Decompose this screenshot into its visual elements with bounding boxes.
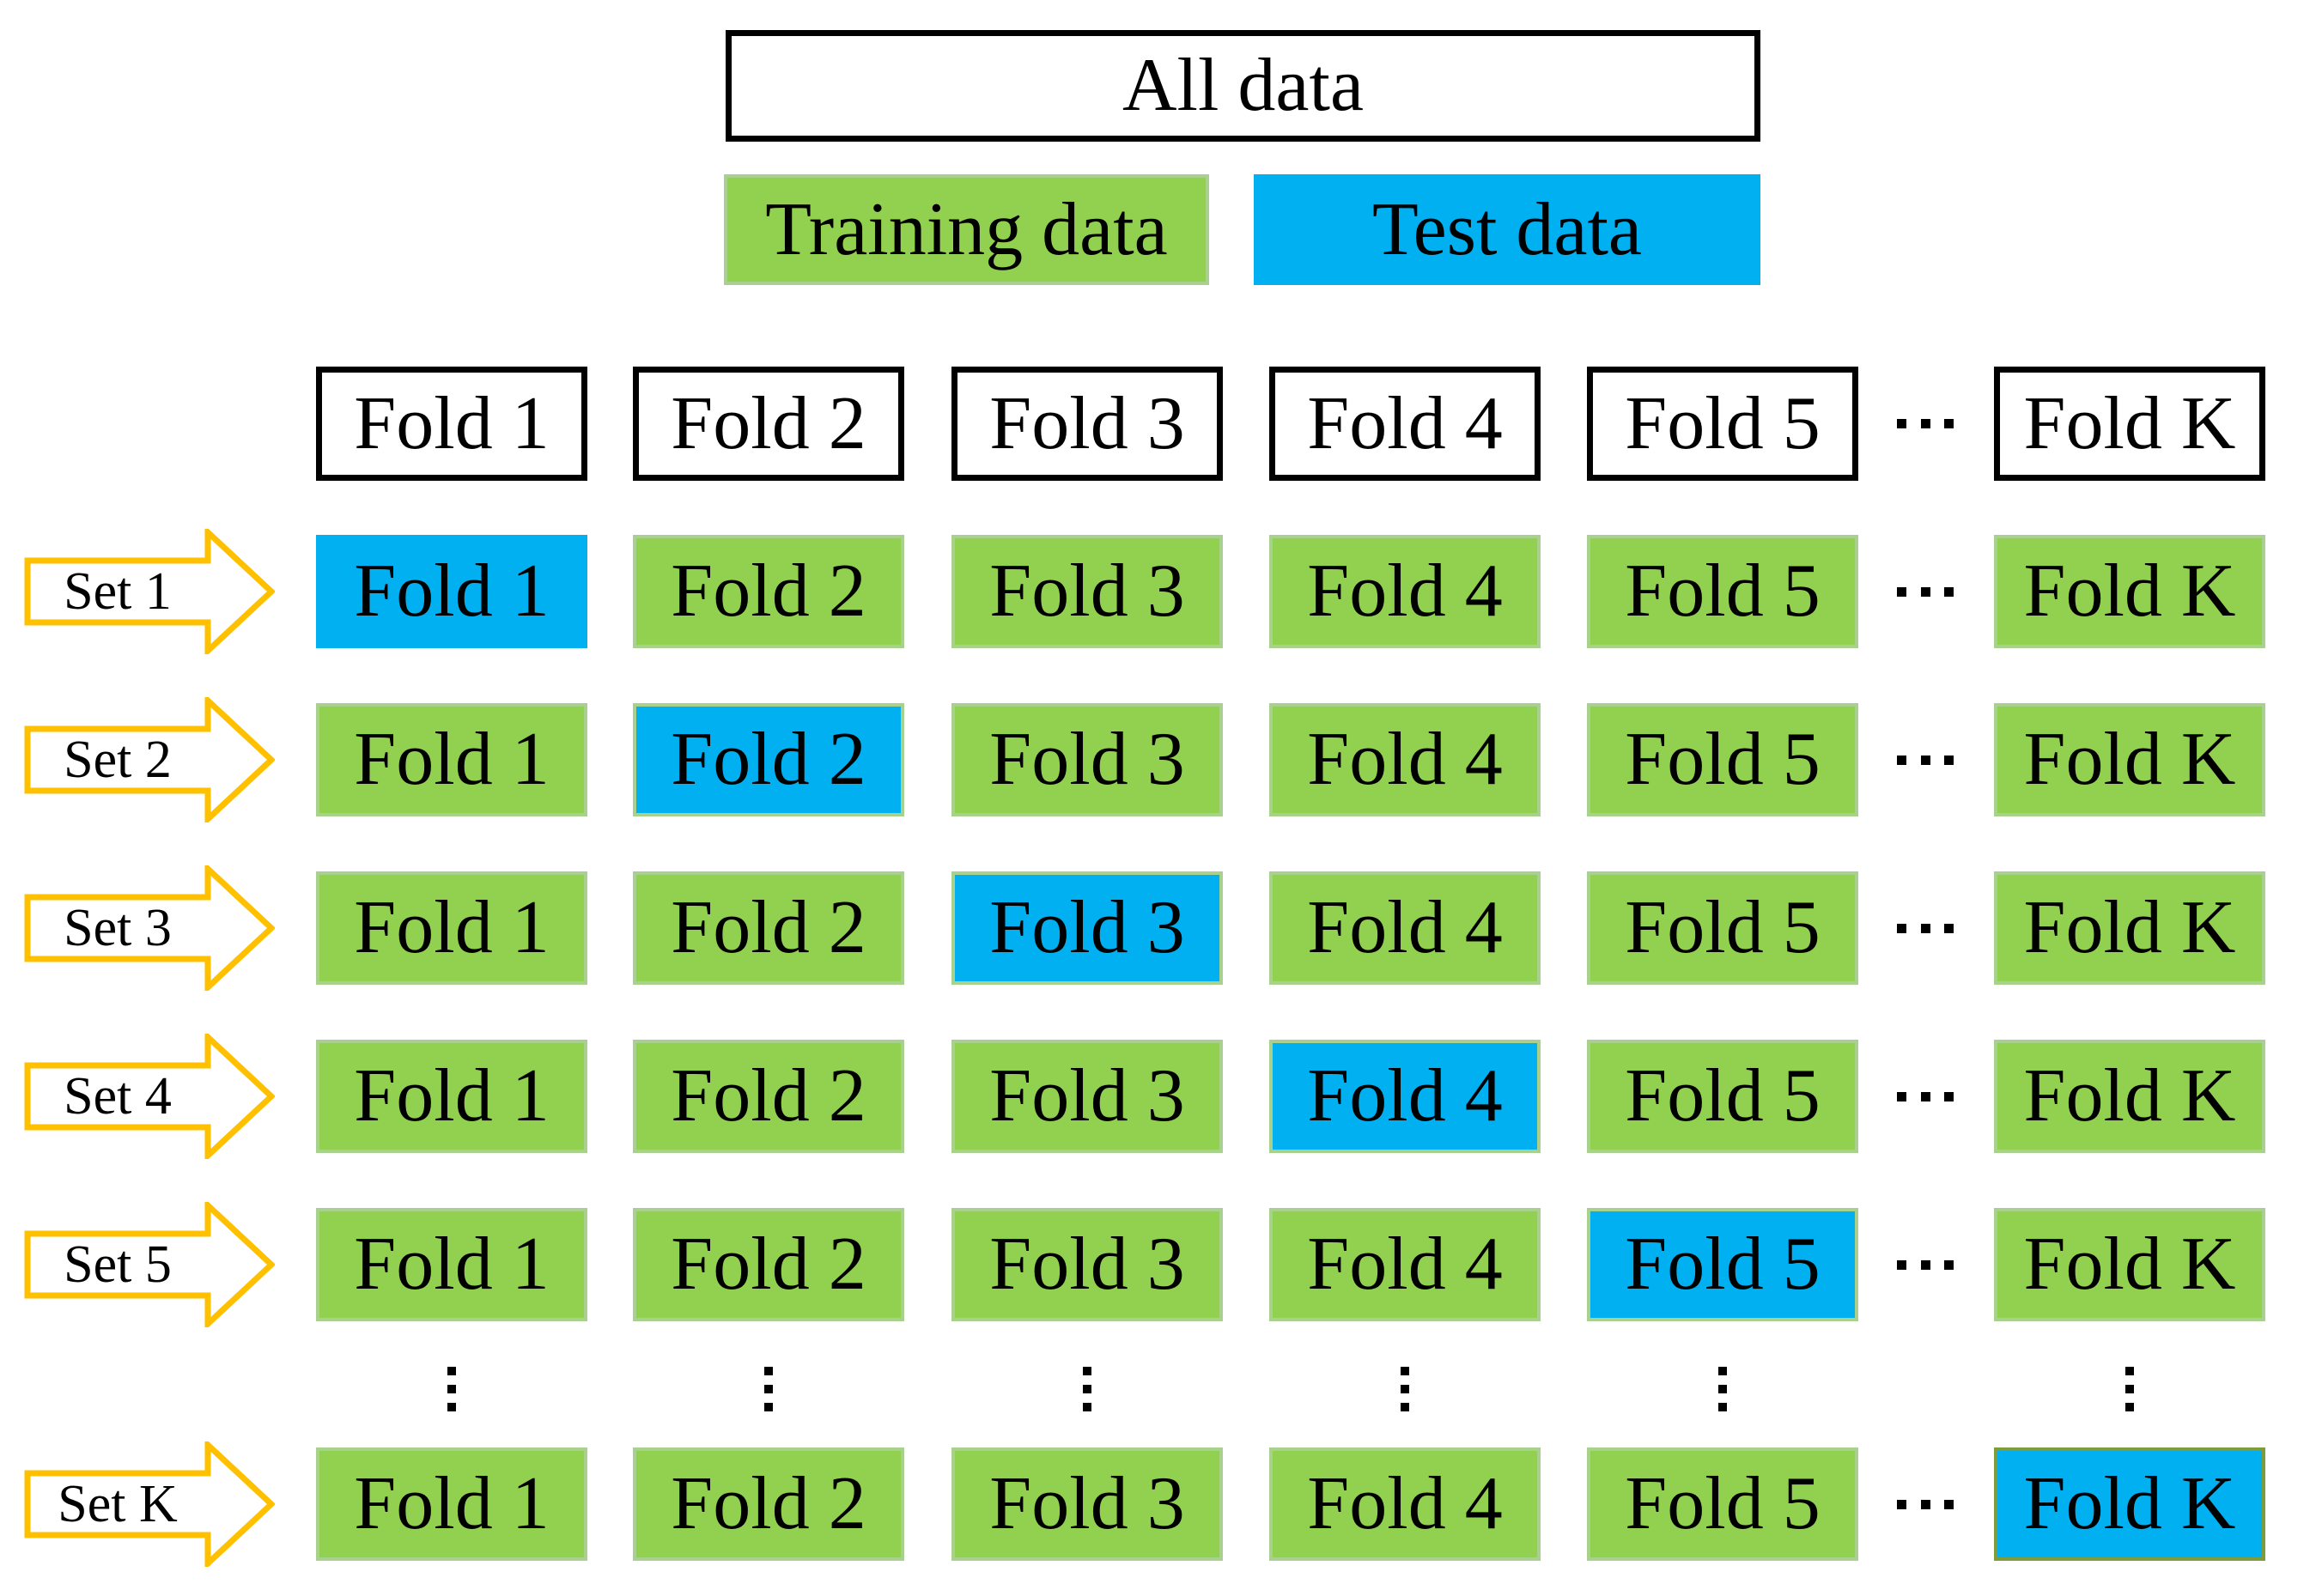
arrow-right-icon [24, 529, 275, 654]
fold-cell: Fold 1 [316, 1447, 587, 1561]
ellipsis-vertical-icon [1994, 1367, 2265, 1411]
fold-cell: Fold 4 [1269, 1447, 1541, 1561]
fold-cell: Fold 4 [1269, 1208, 1541, 1321]
fold-cell: Fold 3 [951, 1447, 1223, 1561]
arrow-right-icon [24, 1202, 275, 1327]
fold-header: Fold 4 [1269, 367, 1541, 481]
all-data-box: All data [726, 30, 1760, 142]
ellipsis-horizontal-icon [1897, 1447, 1954, 1561]
set-label: Set 2 [64, 731, 172, 789]
fold-cell: Fold 3 [951, 703, 1223, 816]
fold-header: Fold K [1994, 367, 2265, 481]
ellipsis-horizontal-icon [1897, 871, 1954, 985]
fold-cell: Fold K [1994, 871, 2265, 985]
fold-cell: Fold 5 [1587, 1040, 1858, 1153]
set-label: Set 1 [64, 562, 172, 621]
arrow-right-icon [24, 1441, 275, 1567]
fold-cell: Fold 1 [316, 703, 587, 816]
fold-header: Fold 1 [316, 367, 587, 481]
set-arrow: Set 3 [24, 865, 275, 991]
fold-header: Fold 2 [633, 367, 904, 481]
fold-cell: Fold 3 [951, 871, 1223, 985]
ellipsis-vertical-icon [951, 1367, 1223, 1411]
fold-cell: Fold 4 [1269, 871, 1541, 985]
legend-training-data: Training data [724, 174, 1209, 285]
ellipsis-horizontal-icon [1897, 703, 1954, 816]
ellipsis-vertical-icon [316, 1367, 587, 1411]
fold-cell: Fold 5 [1587, 703, 1858, 816]
set-arrow: Set 5 [24, 1202, 275, 1327]
ellipsis-vertical-icon [1269, 1367, 1541, 1411]
ellipsis-horizontal-icon [1897, 1040, 1954, 1153]
fold-cell: Fold 4 [1269, 703, 1541, 816]
fold-cell: Fold 4 [1269, 1040, 1541, 1153]
ellipsis-horizontal-icon [1897, 367, 1954, 481]
fold-cell: Fold 2 [633, 1208, 904, 1321]
set-arrow: Set 2 [24, 697, 275, 822]
fold-cell: Fold 5 [1587, 871, 1858, 985]
set-arrow: Set 1 [24, 529, 275, 654]
arrow-right-icon [24, 865, 275, 991]
fold-cell: Fold K [1994, 1447, 2265, 1561]
fold-cell: Fold 2 [633, 871, 904, 985]
fold-cell: Fold 1 [316, 535, 587, 648]
fold-cell: Fold 2 [633, 535, 904, 648]
fold-cell: Fold 1 [316, 871, 587, 985]
ellipsis-horizontal-icon [1897, 1208, 1954, 1321]
fold-cell: Fold 2 [633, 703, 904, 816]
set-label: Set 5 [64, 1235, 172, 1294]
fold-header: Fold 5 [1587, 367, 1858, 481]
fold-cell: Fold 3 [951, 1208, 1223, 1321]
ellipsis-vertical-icon [633, 1367, 904, 1411]
arrow-right-icon [24, 1034, 275, 1159]
fold-header: Fold 3 [951, 367, 1223, 481]
fold-cell: Fold 3 [951, 1040, 1223, 1153]
set-arrow: Set 4 [24, 1034, 275, 1159]
fold-cell: Fold 5 [1587, 1208, 1858, 1321]
arrow-right-icon [24, 697, 275, 822]
fold-cell: Fold 2 [633, 1040, 904, 1153]
fold-cell: Fold 5 [1587, 1447, 1858, 1561]
set-arrow: Set K [24, 1441, 275, 1567]
fold-cell: Fold K [1994, 1040, 2265, 1153]
fold-cell: Fold 2 [633, 1447, 904, 1561]
fold-cell: Fold 1 [316, 1040, 587, 1153]
set-label: Set 3 [64, 899, 172, 957]
ellipsis-vertical-icon [1587, 1367, 1858, 1411]
fold-cell: Fold K [1994, 1208, 2265, 1321]
legend-test-data: Test data [1254, 174, 1760, 285]
set-label: Set 4 [64, 1067, 172, 1126]
fold-cell: Fold 1 [316, 1208, 587, 1321]
fold-cell: Fold K [1994, 703, 2265, 816]
fold-cell: Fold 3 [951, 535, 1223, 648]
fold-cell: Fold 5 [1587, 535, 1858, 648]
set-label: Set K [58, 1475, 178, 1533]
ellipsis-horizontal-icon [1897, 535, 1954, 648]
fold-cell: Fold K [1994, 535, 2265, 648]
fold-cell: Fold 4 [1269, 535, 1541, 648]
